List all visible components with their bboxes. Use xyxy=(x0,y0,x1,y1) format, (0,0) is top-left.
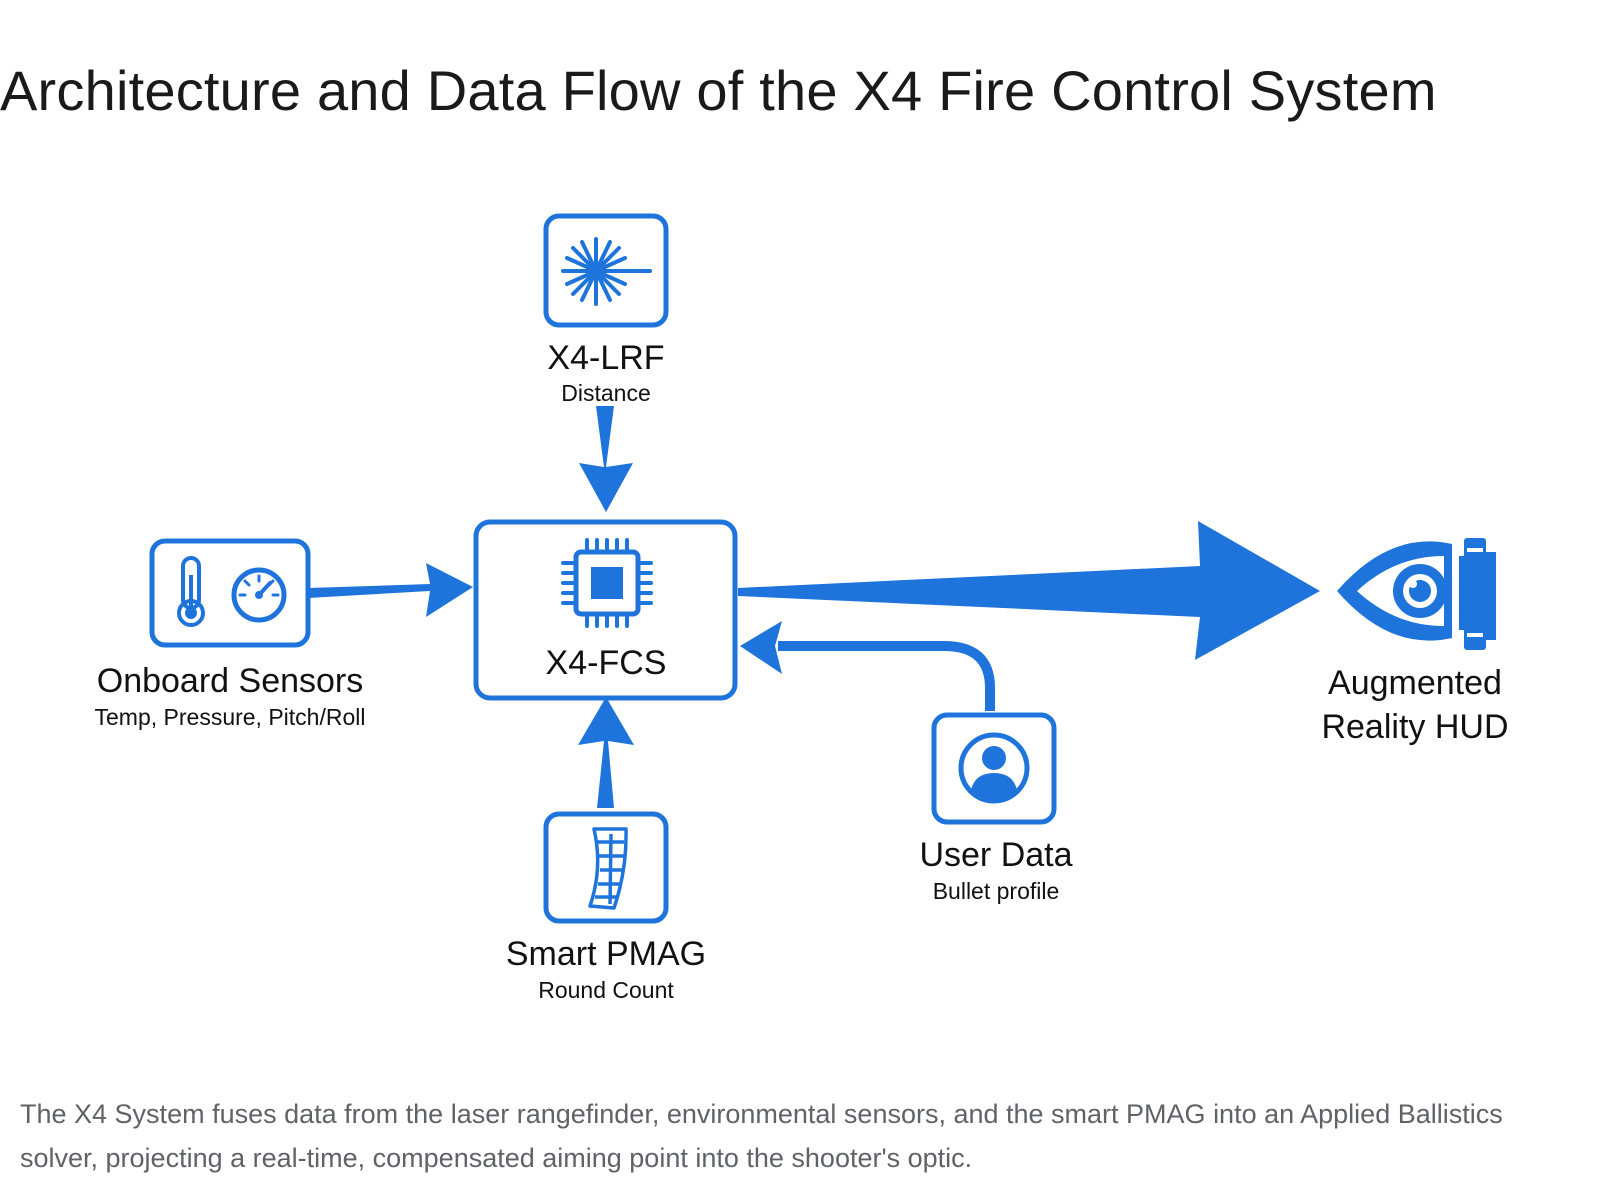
node-lrf: X4-LRF Distance xyxy=(543,213,669,406)
fcs-box xyxy=(473,519,738,701)
node-user: User Data Bullet profile xyxy=(919,712,1073,904)
magazine-icon xyxy=(588,827,628,910)
edge-user-to-fcs xyxy=(740,621,995,711)
node-pmag: Smart PMAG Round Count xyxy=(506,811,706,1003)
edge-fcs-to-hud xyxy=(738,521,1320,660)
fcs-label: X4-FCS xyxy=(546,644,667,682)
diagram-caption: The X4 System fuses data from the laser … xyxy=(20,1099,1503,1173)
hud-label-line2: Reality HUD xyxy=(1321,708,1508,746)
node-hud: Augmented Reality HUD xyxy=(1321,538,1509,746)
edge-sensors-to-fcs xyxy=(308,563,473,617)
node-fcs: X4-FCS xyxy=(473,519,738,701)
sensors-label: Onboard Sensors xyxy=(97,662,364,700)
edge-lrf-to-fcs xyxy=(579,406,633,512)
page-title: Architecture and Data Flow of the X4 Fir… xyxy=(0,59,1437,122)
gauge-icon xyxy=(231,567,287,623)
pmag-sublabel: Round Count xyxy=(538,977,674,1003)
processor-chip-icon xyxy=(561,538,653,628)
pmag-icon-box xyxy=(543,811,669,924)
hud-label-line1: Augmented xyxy=(1328,664,1502,702)
user-sublabel: Bullet profile xyxy=(933,878,1060,904)
thermometer-icon xyxy=(177,556,205,627)
edge-pmag-to-fcs xyxy=(578,697,634,808)
lrf-sublabel: Distance xyxy=(561,380,650,406)
user-label: User Data xyxy=(919,836,1072,874)
user-profile-icon xyxy=(958,732,1030,804)
pmag-label: Smart PMAG xyxy=(506,935,706,973)
sensors-sublabel: Temp, Pressure, Pitch/Roll xyxy=(95,704,366,730)
eye-scope-icon xyxy=(1337,538,1496,650)
lrf-label: X4-LRF xyxy=(547,339,664,377)
node-sensors: Onboard Sensors Temp, Pressure, Pitch/Ro… xyxy=(95,538,366,730)
